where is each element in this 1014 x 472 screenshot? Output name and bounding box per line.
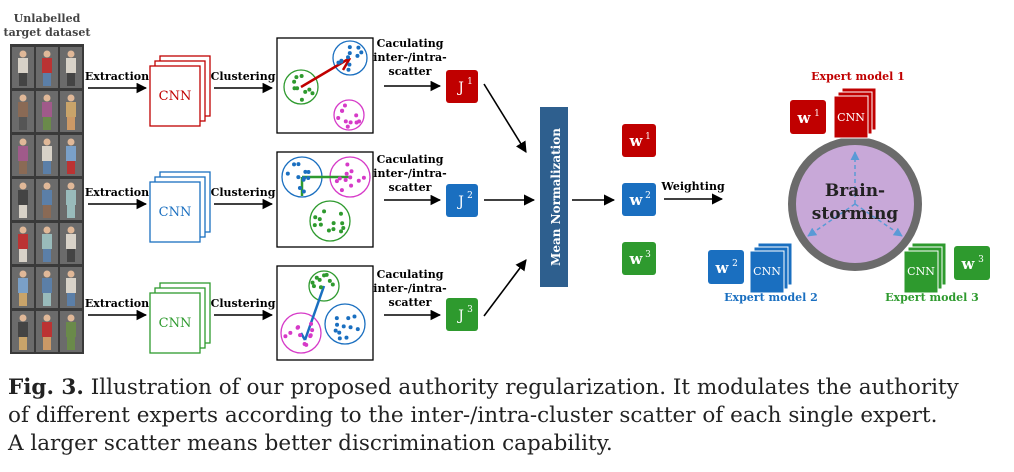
clustering-label-2: Clustering xyxy=(211,186,276,199)
calc-label-2b: inter-/intra- xyxy=(373,167,446,180)
caption-fig-label: Fig. 3. xyxy=(8,375,84,400)
expert-3-cnn: CNN xyxy=(907,265,935,278)
branch-3: Extraction CNN Clustering Caculating int… xyxy=(85,265,478,361)
j3-badge xyxy=(446,298,478,331)
calc-label-1c: scatter xyxy=(389,65,432,78)
cluster-panel-1 xyxy=(276,37,374,134)
j1-base: J xyxy=(456,80,464,96)
calc-label-1a: Caculating xyxy=(377,37,444,50)
pedestrian-image-grid xyxy=(10,44,84,354)
w1-sup: 1 xyxy=(645,132,651,142)
w2-badge xyxy=(622,183,656,216)
expert-model-1: Expert model 1 w 1 CNN xyxy=(790,70,905,139)
brainstorm-line2: storming xyxy=(812,204,899,224)
cnn-stack-2: CNN xyxy=(149,171,211,243)
expert-1-cnn: CNN xyxy=(837,111,865,124)
mean-normalization-block xyxy=(540,107,568,287)
expert-1-w: w xyxy=(797,109,812,127)
expert-2-cnn: CNN xyxy=(753,265,781,278)
w3-sup: 3 xyxy=(645,250,651,260)
calc-label-3a: Caculating xyxy=(377,268,444,281)
calc-label-2c: scatter xyxy=(389,181,432,194)
dataset-label-line1: Unlabelled xyxy=(14,12,81,25)
cnn-label-1: CNN xyxy=(159,89,192,104)
w2-base: w xyxy=(629,191,644,209)
authority-regularization-diagram: Unlabelled target dataset Extraction CNN… xyxy=(4,12,990,361)
w3-base: w xyxy=(629,250,644,268)
extraction-label-1: Extraction xyxy=(85,70,149,83)
w3-badge xyxy=(622,242,656,275)
expert-2-label: Expert model 2 xyxy=(724,291,818,304)
j1-sup: 1 xyxy=(467,77,473,87)
j2-base: J xyxy=(456,194,464,210)
expert-2-w-sup: 2 xyxy=(732,259,738,269)
cnn-stack-3: CNN xyxy=(149,282,211,354)
weighting-label: Weighting xyxy=(660,180,725,193)
expert-3-w: w xyxy=(961,255,976,273)
j2-badge xyxy=(446,184,478,217)
calc-label-3c: scatter xyxy=(389,296,432,309)
expert-1-w-sup: 1 xyxy=(814,109,820,119)
caption-line3: A larger scatter means better discrimina… xyxy=(8,431,613,456)
j2-sup: 2 xyxy=(467,191,473,201)
extraction-label-3: Extraction xyxy=(85,297,149,310)
mean-normalization-label: Mean Normalization xyxy=(549,128,563,266)
cnn-stack-1: CNN xyxy=(149,55,211,127)
cnn-label-2: CNN xyxy=(159,205,192,220)
w1-base: w xyxy=(629,132,644,150)
caption-line1: Illustration of our proposed authority r… xyxy=(83,375,959,400)
cluster-panel-3 xyxy=(276,265,374,361)
j3-sup: 3 xyxy=(467,305,473,315)
expert-model-2: w 2 CNN Expert model 2 xyxy=(708,242,818,304)
j3-base: J xyxy=(456,308,464,324)
w1-badge xyxy=(622,124,656,157)
branch-2: Extraction CNN Clustering Caculating int… xyxy=(85,151,478,248)
j1-badge xyxy=(446,70,478,103)
branch-1: Extraction CNN Clustering Caculating int… xyxy=(85,37,478,134)
extraction-label-2: Extraction xyxy=(85,186,149,199)
expert-model-3: CNN w 3 Expert model 3 xyxy=(885,242,990,304)
expert-3-label: Expert model 3 xyxy=(885,291,979,304)
clustering-label-1: Clustering xyxy=(211,70,276,83)
brainstorm-line1: Brain- xyxy=(825,181,885,201)
calc-label-1b: inter-/intra- xyxy=(373,51,446,64)
w2-sup: 2 xyxy=(645,191,651,201)
cluster-panel-2 xyxy=(276,151,374,248)
calc-label-3b: inter-/intra- xyxy=(373,282,446,295)
calc-label-2a: Caculating xyxy=(377,153,444,166)
expert-1-label: Expert model 1 xyxy=(811,70,905,83)
expert-2-w: w xyxy=(715,259,730,277)
caption-line2: of different experts according to the in… xyxy=(8,403,938,428)
figure-caption: Fig. 3. Illustration of our proposed aut… xyxy=(8,374,1008,458)
expert-3-w-sup: 3 xyxy=(978,255,984,265)
cnn-label-3: CNN xyxy=(159,316,192,331)
clustering-label-3: Clustering xyxy=(211,297,276,310)
dataset-label-line2: target dataset xyxy=(4,26,92,39)
